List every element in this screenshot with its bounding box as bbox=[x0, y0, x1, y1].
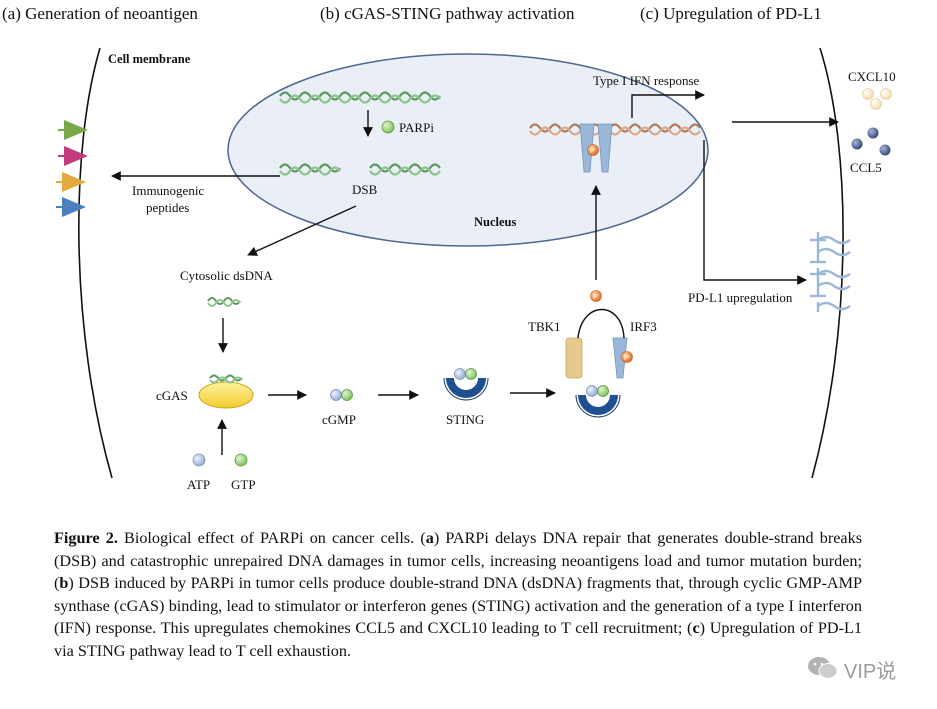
cgmp-label: cGMP bbox=[322, 412, 356, 427]
figure-number: Figure 2. bbox=[54, 529, 118, 547]
watermark-text: VIP说 bbox=[844, 661, 897, 683]
gtp-molecule-icon bbox=[234, 453, 248, 467]
cytosolic-dsdna-icon bbox=[207, 297, 241, 307]
wechat-logo-icon bbox=[808, 657, 838, 679]
cxcl10-label: CXCL10 bbox=[848, 69, 896, 84]
neoantigen-gold-icon bbox=[62, 172, 86, 192]
gtp-label: GTP bbox=[231, 477, 256, 492]
neoantigen-green-icon bbox=[64, 120, 88, 140]
tbk1-irf3-complex bbox=[565, 309, 628, 418]
arrow-dsb-to-cytosolic bbox=[247, 205, 357, 256]
irf3-label: IRF3 bbox=[630, 319, 657, 334]
neoantigen-flags bbox=[56, 120, 88, 217]
dna-broken-icon bbox=[279, 163, 441, 176]
phosphate-icon bbox=[590, 290, 602, 302]
panel-b-title: (b) cGAS-STING pathway activation bbox=[320, 4, 575, 23]
caption-letter-c: c bbox=[692, 619, 700, 638]
phosphorylation-arc bbox=[577, 309, 625, 339]
cgas-bound-dna-icon bbox=[209, 374, 243, 384]
immunogenic-label-line2: peptides bbox=[146, 200, 189, 215]
nuclear-phosphate-icon bbox=[587, 144, 599, 156]
caption-text-3: ) DSB induced by PARPi in tumor cells pr… bbox=[54, 574, 862, 638]
atp-molecule-icon bbox=[192, 453, 206, 467]
irf3-factor-icon bbox=[612, 337, 628, 379]
atp-label: ATP bbox=[187, 477, 210, 492]
caption-text-2: ) PARPi delays DNA repair that generates… bbox=[54, 529, 863, 593]
dsb-label: DSB bbox=[352, 182, 378, 197]
panel-c-title: (c) Upregulation of PD-L1 bbox=[640, 4, 822, 23]
ccl5-molecules-icon bbox=[851, 127, 891, 156]
watermark: VIP说 bbox=[806, 654, 916, 683]
caption-text-1: Biological effect of PARPi on cancer cel… bbox=[117, 529, 426, 547]
ccl5-label: CCL5 bbox=[850, 160, 882, 175]
cgas-enzyme-icon bbox=[198, 381, 254, 409]
sting-label: STING bbox=[446, 412, 484, 427]
nuclear-dna-icon bbox=[529, 123, 701, 136]
sting-icon bbox=[443, 368, 489, 401]
parpi-molecule-icon bbox=[381, 120, 395, 134]
parpi-label: PARPi bbox=[399, 120, 434, 135]
phosphate-label-2: P bbox=[624, 355, 629, 362]
cytosolic-dsdna-label: Cytosolic dsDNA bbox=[180, 268, 273, 283]
caption-letter-b: b bbox=[59, 574, 69, 593]
figure-caption: Figure 2. Biological effect of PARPi on … bbox=[54, 527, 862, 663]
pdl1-receptors-icon bbox=[810, 232, 851, 312]
tbk1-kinase-icon bbox=[565, 337, 583, 379]
arrow-ifn-response bbox=[631, 90, 705, 118]
dna-intact-icon bbox=[279, 91, 441, 104]
cxcl10-molecules-icon bbox=[862, 88, 892, 110]
cgas-label: cGAS bbox=[156, 388, 188, 403]
panel-a-title: (a) Generation of neoantigen bbox=[2, 4, 198, 23]
ifn-response-label: Type I IFN response bbox=[593, 73, 700, 88]
caption-letter-a: a bbox=[425, 529, 434, 547]
immunogenic-label-line1: Immunogenic bbox=[132, 183, 204, 198]
phosphate-label-1: P bbox=[593, 294, 598, 301]
tbk1-label: TBK1 bbox=[528, 319, 561, 334]
diagram-canvas: (a) Generation of neoantigen (b) cGAS-ST… bbox=[2, 4, 896, 492]
left-cell-membrane bbox=[78, 47, 113, 479]
irf3-phosphate-icon bbox=[621, 351, 633, 363]
phosphate-label-3: P bbox=[590, 148, 595, 155]
arrow-to-pdl1 bbox=[703, 140, 807, 285]
nucleus-label: Nucleus bbox=[474, 215, 517, 229]
cgmp-molecule-icon bbox=[330, 389, 353, 401]
cell-membrane-label: Cell membrane bbox=[108, 52, 191, 66]
right-cell-membrane bbox=[811, 47, 844, 479]
neoantigen-blue-icon bbox=[62, 197, 86, 217]
neoantigen-magenta-icon bbox=[64, 146, 88, 166]
caption-text-4: ) Upregulation of PD-L1 via STING pathwa… bbox=[54, 619, 862, 660]
pdl1-upregulation-label: PD-L1 upregulation bbox=[688, 290, 793, 305]
irf3-dimer-icon bbox=[579, 123, 613, 173]
